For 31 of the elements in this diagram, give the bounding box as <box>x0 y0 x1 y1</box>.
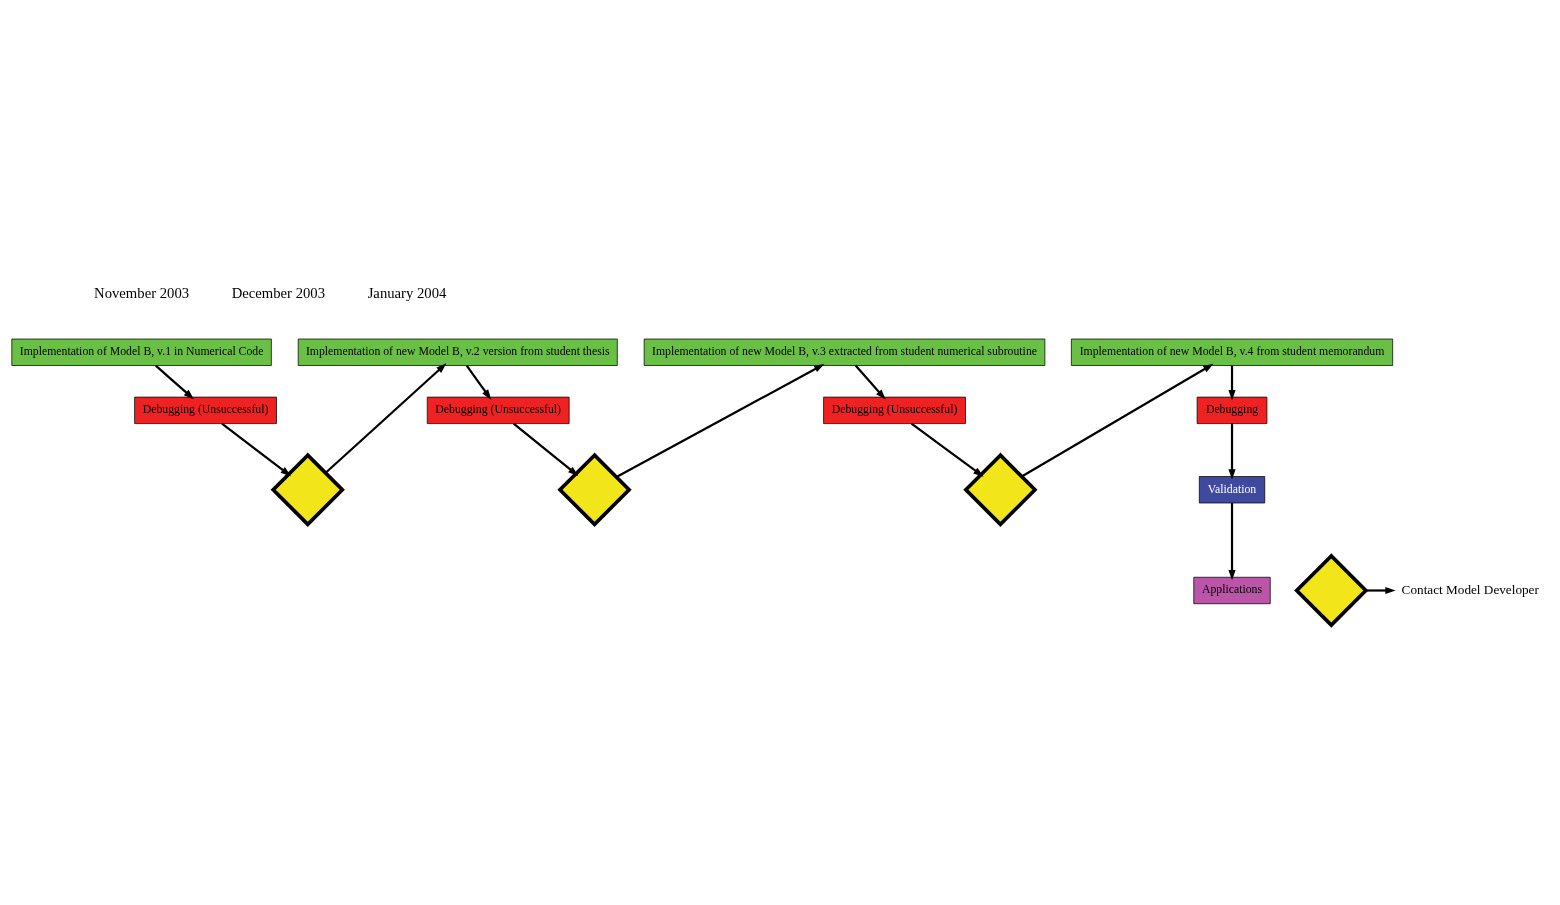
node-box: Implementation of new Model B, v.3 extracted from student numerical subroutine <box>643 338 1046 366</box>
node-box: Implementation of new Model B, v.2 version from student thesis <box>297 338 618 366</box>
node-box: Debugging (Unsuccessful) <box>426 396 570 424</box>
label: December 2003 <box>231 284 326 301</box>
node-box: Implementation of Model B, v.1 in Numerical Code <box>11 338 272 366</box>
arrow <box>1021 363 1214 477</box>
arrow <box>513 422 579 476</box>
label: January 2004 <box>367 284 447 301</box>
arrow <box>1228 365 1236 400</box>
node-box: Validation <box>1198 475 1266 503</box>
arrow <box>854 364 886 400</box>
node-box: Implementation of new Model B, v.4 from student memorandum <box>1071 338 1394 366</box>
node-box: Debugging (Unsuccessful) <box>823 396 966 424</box>
arrow <box>221 422 291 476</box>
arrow <box>1366 586 1396 594</box>
node-box: Debugging <box>1196 396 1268 424</box>
node-diamond <box>1294 552 1369 628</box>
arrow <box>1228 423 1236 480</box>
arrow <box>910 422 984 477</box>
node-diamond <box>963 452 1038 527</box>
node-diamond <box>557 452 632 527</box>
arrow <box>324 362 447 474</box>
node-diamond <box>270 452 345 527</box>
node-text: Contact Model Developer <box>1401 581 1539 597</box>
arrow <box>615 363 825 478</box>
node-box: Applications <box>1193 576 1271 604</box>
arrow <box>155 364 194 399</box>
label: November 2003 <box>94 284 190 301</box>
node-box: Debugging (Unsuccessful) <box>134 396 277 424</box>
arrow <box>465 364 492 400</box>
arrow <box>1228 502 1236 580</box>
